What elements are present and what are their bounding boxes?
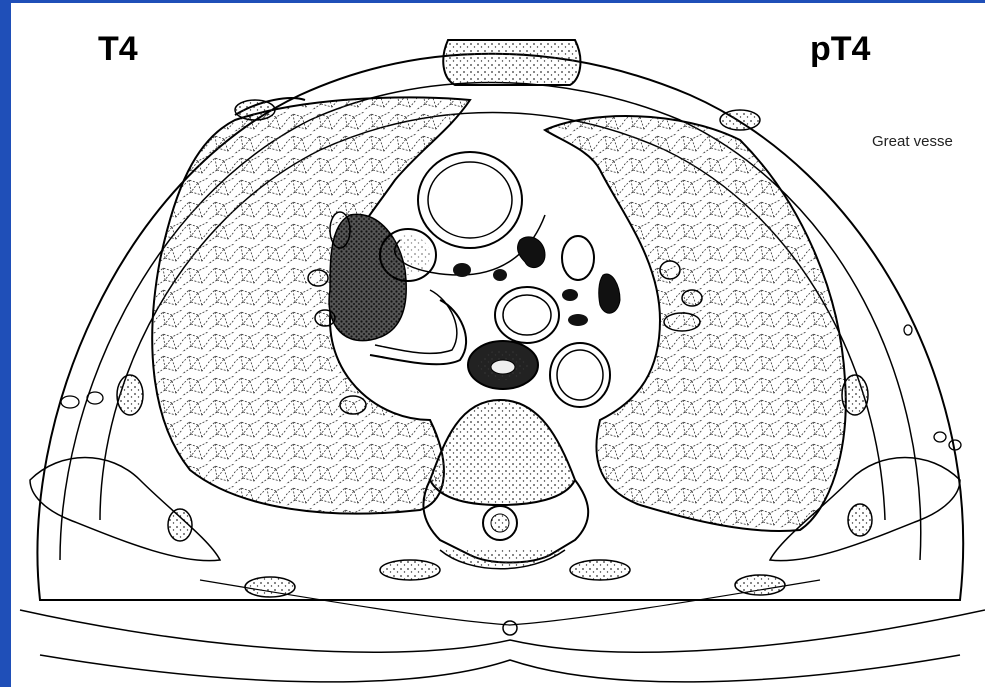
rib-left-2 [842,375,868,415]
node-2 [599,274,620,313]
svc-fill [386,235,430,275]
right-lung [152,97,470,513]
node-3 [562,289,578,301]
left-lung [545,116,846,531]
trachea-inner [503,295,551,335]
back-contour-2 [40,655,960,682]
descending-aorta-inner [557,350,603,400]
aorta-inner [428,162,512,238]
rib-left-1 [720,110,760,130]
rib-right-5 [245,577,295,597]
fat-nodule-3 [934,432,946,442]
vertebral-body [430,400,575,505]
descending-aorta [550,343,610,407]
great-vessels-annotation: Great vesse [872,133,953,150]
rib-left-5 [570,560,630,580]
rib-right-3 [117,375,143,415]
node-6 [493,269,507,281]
node-1 [518,237,545,268]
node-4 [568,314,588,326]
pulmonary-artery [562,236,594,280]
spinal-cord-inner [491,514,509,532]
fat-nodule-5 [904,325,912,335]
sternum [443,40,580,85]
rib-right-6 [380,560,440,580]
rib-left-4 [735,575,785,595]
rib-left-3 [848,504,872,536]
back-contour-1 [20,610,985,652]
scapula-right [30,458,220,561]
fat-nodule-2 [87,392,103,404]
spinous-process [503,621,517,635]
right-stage-label: pT4 [810,32,870,66]
rib-right-2 [235,100,275,120]
esophagus-core [491,360,515,374]
aorta [418,152,522,248]
fat-nodule-1 [61,396,79,408]
left-stage-label: T4 [98,32,138,66]
node-5 [453,263,471,277]
lamina [440,550,565,569]
